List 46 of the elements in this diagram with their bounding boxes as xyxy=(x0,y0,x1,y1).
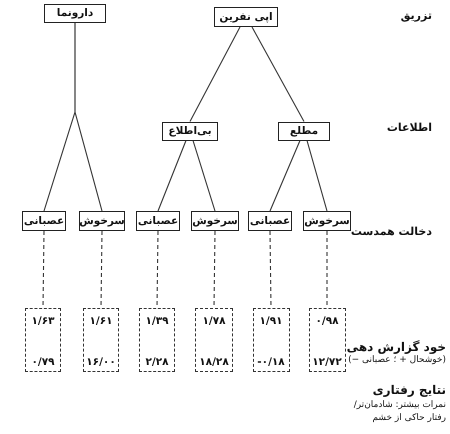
emotion-box: عصبانی xyxy=(136,211,180,231)
condition-box: بی‌اطلاع xyxy=(162,122,218,140)
row-label: تزریق xyxy=(400,9,432,22)
score-value: -۰/۱۸ xyxy=(257,356,285,368)
score-value: ۱۸/۲۸ xyxy=(199,356,229,368)
emotion-box: سرخوش xyxy=(303,211,351,231)
score-value: ۰/۹۸ xyxy=(315,315,339,327)
score-value: ۱/۳۹ xyxy=(145,315,169,327)
dashed-connector xyxy=(213,231,216,308)
tree-branch-line xyxy=(192,140,216,212)
dashed-connector xyxy=(42,231,45,308)
row-label: اطلاعات xyxy=(386,121,432,134)
emotion-box: عصبانی xyxy=(22,211,66,231)
tree-branch-line xyxy=(190,26,240,122)
emotion-box: سرخوش xyxy=(191,211,239,231)
dashed-connector xyxy=(269,231,272,308)
score-value: ۱/۶۱ xyxy=(89,315,113,327)
condition-box: مطلع xyxy=(278,122,330,140)
tree-branch-line xyxy=(252,26,304,122)
note-text: نمرات بیشتر: شادمان‌تر/ رفتار حاکی از خشم xyxy=(352,399,446,425)
score-value: ۱۶/۰۰ xyxy=(86,356,116,368)
score-value: ۰/۷۹ xyxy=(31,356,55,368)
condition-box: دارونما xyxy=(44,4,106,22)
score-value: ۱/۶۳ xyxy=(31,315,55,327)
row-label: دخالت همدست xyxy=(350,225,432,238)
result-box xyxy=(195,308,233,372)
row-label: نتایج رفتاری xyxy=(372,383,446,397)
score-value: ۲/۲۸ xyxy=(145,356,169,368)
result-box xyxy=(83,308,119,372)
tree-branch-line xyxy=(74,22,103,212)
tree-branch-line xyxy=(157,140,187,212)
emotion-box: عصبانی xyxy=(248,211,292,231)
result-box xyxy=(252,308,290,372)
result-box xyxy=(308,308,346,372)
dashed-connector xyxy=(326,231,328,308)
tree-branch-line xyxy=(270,140,300,212)
result-box xyxy=(25,308,61,372)
score-value: ۱۲/۷۲ xyxy=(312,356,342,368)
result-box xyxy=(139,308,175,372)
score-value: ۱/۷۸ xyxy=(202,315,226,327)
tree-branch-line xyxy=(306,140,328,212)
score-value: ۱/۹۱ xyxy=(259,315,283,327)
condition-box: اپی نفرین xyxy=(214,7,278,27)
dashed-connector xyxy=(156,231,159,308)
dashed-connector xyxy=(100,231,103,308)
emotion-box: سرخوش xyxy=(79,211,125,231)
